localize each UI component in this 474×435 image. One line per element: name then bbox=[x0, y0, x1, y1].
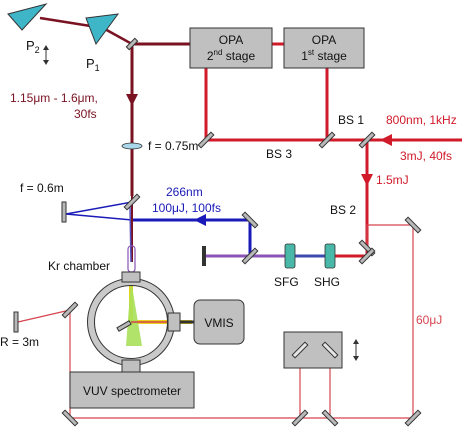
vuv-spectrometer-label: VUV spectrometer bbox=[83, 384, 181, 398]
mirror-delay-bottom2 bbox=[291, 409, 309, 427]
beam-bs3-to-opa2 bbox=[204, 68, 367, 142]
mirror-bs2-lower bbox=[358, 247, 376, 265]
beam-dump bbox=[202, 246, 206, 266]
beam-r3m bbox=[17, 309, 71, 323]
ir-duration-label: 30fs bbox=[74, 107, 97, 121]
opa1-label-line1: OPA bbox=[312, 33, 336, 47]
opa1-box bbox=[283, 27, 365, 69]
mirror-left-upper bbox=[61, 301, 79, 319]
mirror-uv-right bbox=[241, 211, 259, 229]
mirror-bs3-right bbox=[318, 131, 336, 149]
beam-uv bbox=[132, 218, 252, 256]
kr-chamber-label: Kr chamber bbox=[48, 259, 110, 273]
input-arrow bbox=[380, 134, 392, 146]
mirror-r3m-label: R = 3m bbox=[0, 335, 39, 349]
sfg-label: SFG bbox=[274, 275, 299, 289]
mirror-uv-combiner bbox=[123, 193, 141, 211]
mirror-delay-bottomright bbox=[404, 409, 422, 427]
vmis-box bbox=[193, 299, 245, 345]
bs1-label: BS 1 bbox=[338, 113, 364, 127]
opa1-label-line2: 1st stage bbox=[301, 48, 347, 63]
laser-line1-label: 800nm, 1kHz bbox=[386, 113, 457, 127]
delay-energy-label: 60μJ bbox=[416, 313, 442, 327]
ir-wavelength-label: 1.15μm - 1.6μm, bbox=[10, 91, 98, 105]
mirror-bottom-left bbox=[61, 409, 79, 427]
beam-delay-line bbox=[299, 224, 414, 419]
mirror-f06-label: f = 0.6m bbox=[20, 181, 64, 195]
uv-arrow bbox=[194, 214, 206, 226]
delay-mirror-left bbox=[291, 341, 309, 359]
beam-uv-to-kr bbox=[129, 205, 132, 263]
crystal-shg bbox=[324, 243, 336, 269]
beam-splitter-bs1 bbox=[358, 131, 376, 149]
uv-wavelength-label: 266nm bbox=[166, 185, 203, 199]
mirror-uv-lower bbox=[241, 247, 259, 265]
chamber-port-bottom bbox=[121, 359, 141, 373]
bs2-label: BS 2 bbox=[330, 203, 356, 217]
delay-arrow-down bbox=[353, 356, 359, 361]
uv-params-label: 100μJ, 100fs bbox=[152, 201, 221, 215]
beam-prism-path bbox=[39, 16, 133, 46]
delay-mirror-right bbox=[321, 341, 339, 359]
shg-label: SHG bbox=[314, 275, 340, 289]
mirror-top-corner bbox=[125, 37, 139, 51]
p2-label: P2 bbox=[26, 38, 40, 55]
chamber-mirror bbox=[116, 320, 132, 332]
delay-arrow-up bbox=[353, 339, 359, 344]
laser-line2-label: 3mJ, 40fs bbox=[400, 149, 452, 163]
bs2-arrow bbox=[361, 174, 373, 186]
bs1-out-label: 1.5mJ bbox=[376, 173, 409, 187]
bs3-label: BS 3 bbox=[266, 147, 292, 161]
vmis-label: VMIS bbox=[204, 316, 233, 330]
prism-p1 bbox=[85, 13, 120, 46]
opa2-label-line2: 2nd stage bbox=[207, 48, 256, 63]
chamber-port-right bbox=[167, 312, 181, 332]
lens-075m-label: f = 0.75m bbox=[148, 139, 198, 153]
beam-to-opa1 bbox=[325, 68, 367, 142]
lens-075m bbox=[121, 142, 143, 150]
ir-down-arrow bbox=[126, 94, 138, 106]
opa2-box bbox=[189, 27, 273, 69]
p2-arrow-head-down bbox=[43, 60, 49, 65]
mirror-delay-topright bbox=[404, 216, 422, 234]
mirror-delay-bottom bbox=[321, 409, 339, 427]
mirror-f06 bbox=[61, 201, 67, 223]
prism-p2 bbox=[7, 3, 48, 31]
chamber-port-top bbox=[121, 271, 141, 283]
p1-label: P1 bbox=[86, 56, 100, 73]
p2-arrow-head-up bbox=[43, 45, 49, 50]
vuv-spectrometer-box bbox=[69, 371, 195, 409]
mirror-r3m bbox=[13, 311, 19, 333]
crystal-sfg bbox=[284, 243, 296, 269]
beam-bs2-to-shg bbox=[330, 248, 369, 258]
opa2-label-line1: OPA bbox=[219, 33, 243, 47]
beam-chamber-green bbox=[126, 280, 142, 346]
beam-splitter-bs3 bbox=[197, 131, 215, 149]
beam-uv-to-mirror bbox=[65, 201, 133, 221]
